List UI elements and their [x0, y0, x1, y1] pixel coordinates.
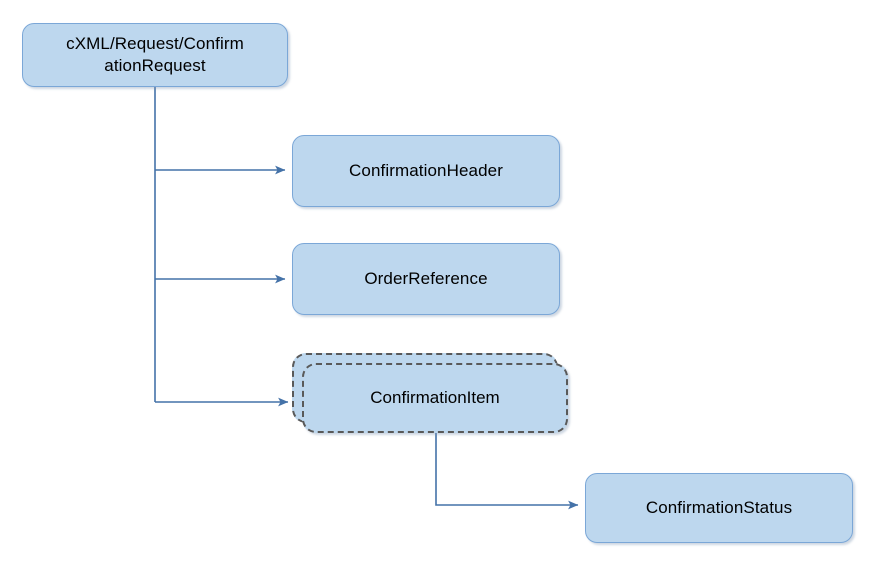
node-confirmation-header-label: ConfirmationHeader [349, 160, 503, 180]
node-order-reference-label: OrderReference [364, 268, 488, 288]
connector-confirmation-item-to-confirmation-status [435, 433, 579, 510]
node-confirmation-item[interactable]: ConfirmationItem [302, 363, 568, 433]
node-confirmation-header[interactable]: ConfirmationHeader [292, 135, 560, 207]
node-root-label: cXML/Request/Confirm ationRequest [66, 33, 244, 75]
node-confirmation-item-stack: ConfirmationItem [292, 353, 578, 443]
node-root[interactable]: cXML/Request/Confirm ationRequest [22, 23, 288, 87]
node-order-reference[interactable]: OrderReference [292, 243, 560, 315]
node-confirmation-item-label: ConfirmationItem [370, 387, 500, 407]
node-confirmation-status[interactable]: ConfirmationStatus [585, 473, 853, 543]
node-confirmation-status-label: ConfirmationStatus [645, 497, 793, 517]
